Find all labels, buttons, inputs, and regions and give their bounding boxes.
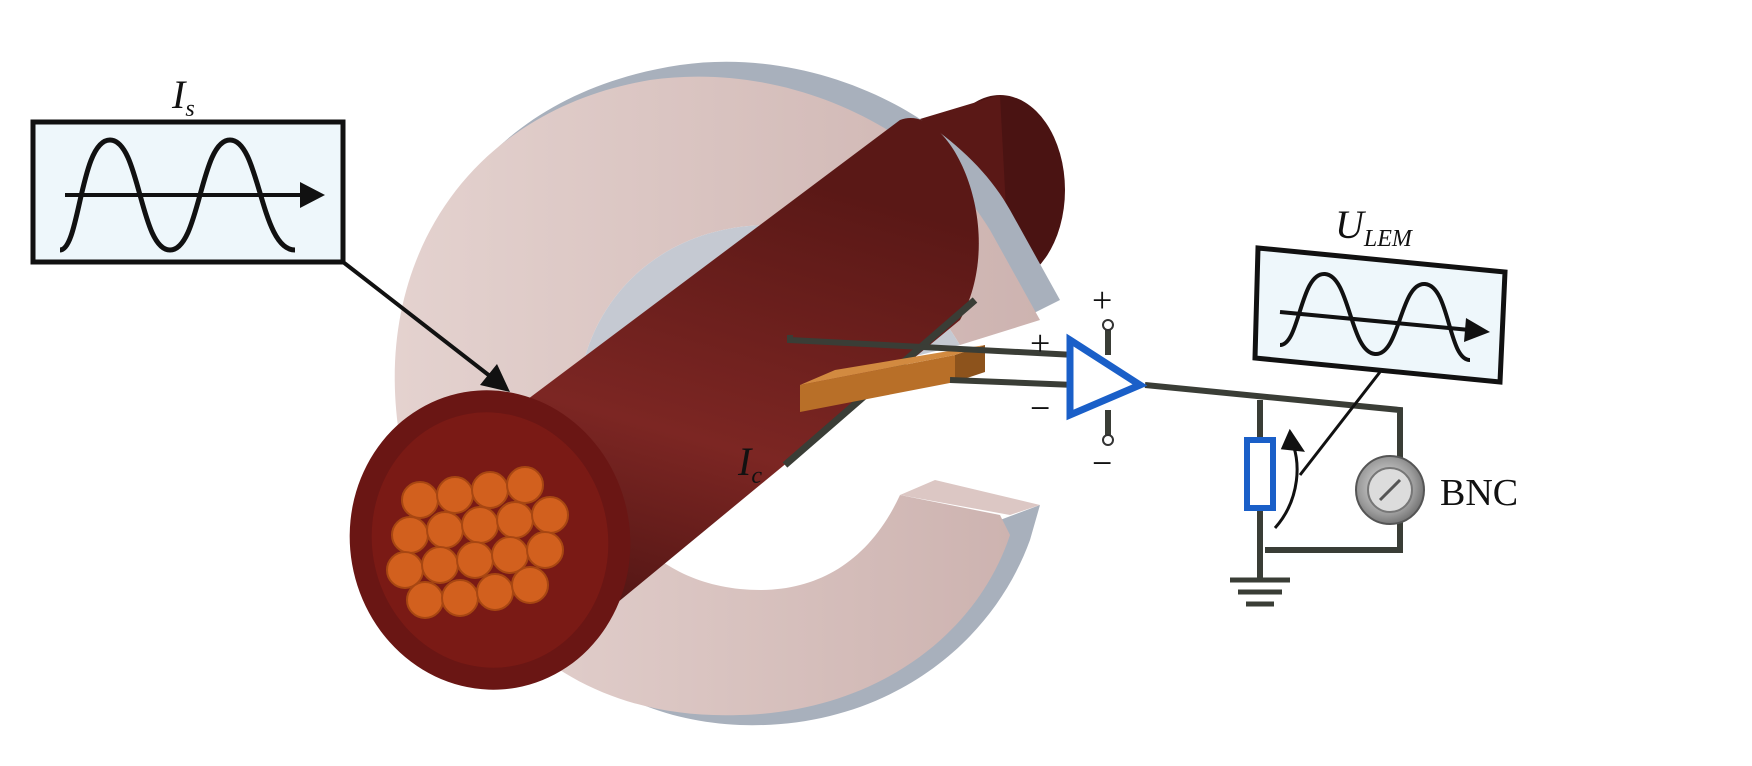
supply-minus-label: − xyxy=(1092,443,1112,483)
ground-symbol-icon xyxy=(1230,577,1290,607)
ic-label: Ic xyxy=(737,439,762,489)
bnc-connector-icon xyxy=(1355,455,1425,525)
copper-strands xyxy=(386,466,569,619)
ulem-pointer xyxy=(1298,371,1382,476)
input-minus-label: − xyxy=(1030,388,1050,428)
hall-sensor xyxy=(782,297,985,468)
ulem-waveform-icon xyxy=(1279,272,1471,362)
is-label: Is xyxy=(171,72,195,122)
op-amp-triangle-icon xyxy=(1066,319,1148,446)
resistor-icon xyxy=(1244,437,1276,511)
ulem-scope-box xyxy=(1252,245,1508,385)
is-arrow xyxy=(341,260,510,392)
voltage-arrow xyxy=(1273,428,1306,529)
ulem-label: ULEM xyxy=(1335,202,1414,252)
bnc-label: BNC xyxy=(1440,472,1518,514)
input-plus-label: + xyxy=(1030,323,1050,363)
is-scope-box xyxy=(30,119,346,265)
supply-plus-label: + xyxy=(1092,280,1112,320)
is-waveform-icon xyxy=(59,137,296,253)
